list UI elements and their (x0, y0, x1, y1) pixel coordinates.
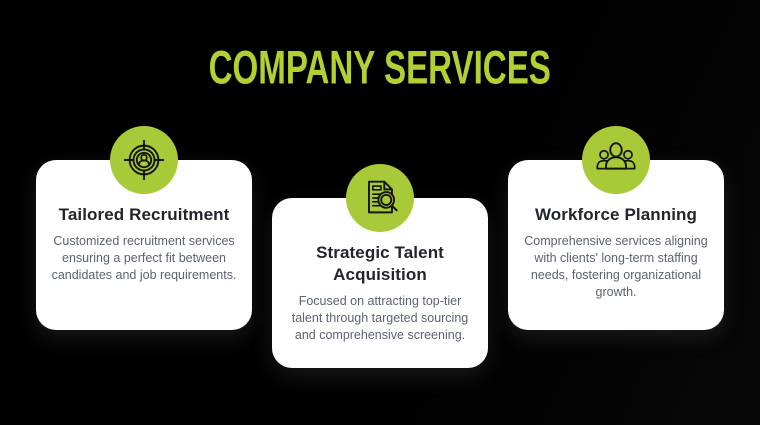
card-title: Tailored Recruitment (58, 205, 230, 224)
service-card-workforce-planning: Workforce Planning Comprehensive service… (508, 126, 724, 330)
card-title: Strategic Talent Acquisition (316, 243, 444, 284)
card-title: Workforce Planning (534, 205, 698, 224)
slide-title: COMPANY SERVICES (208, 40, 552, 94)
services-cards-row: Tailored Recruitment Customized recruitm… (0, 126, 760, 368)
people-group-icon (582, 126, 650, 194)
target-person-icon (110, 126, 178, 194)
service-card-strategic-talent-acquisition: Strategic Talent Acquisition Focused on … (272, 164, 488, 368)
card-description: Comprehensive services aligning with cli… (524, 234, 708, 299)
card-description: Focused on attracting top-tier talent th… (291, 294, 469, 342)
document-search-icon (346, 164, 414, 232)
service-card-tailored-recruitment: Tailored Recruitment Customized recruitm… (36, 126, 252, 330)
slide-header: COMPANY SERVICES (0, 0, 760, 94)
card-description: Customized recruitment services ensuring… (51, 234, 237, 282)
